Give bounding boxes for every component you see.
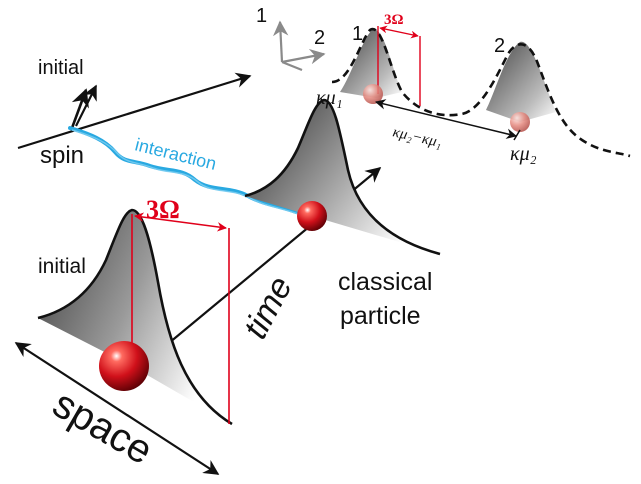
peak-1-label: 1: [352, 23, 363, 45]
width-arrow-small: [379, 25, 419, 39]
middle-wavepacket: [245, 100, 440, 254]
interaction-label: interaction: [133, 134, 218, 174]
kappa-diff-arrow: [374, 99, 518, 139]
split-wavepacket-outline: [331, 27, 631, 158]
ghost-particle-1: [363, 84, 383, 104]
initial-spin-label: initial: [38, 57, 84, 79]
split-wavepacket-1-fill: [340, 29, 402, 99]
axis-2-label: 2: [314, 27, 325, 49]
width-arrow-main: [134, 212, 227, 232]
width-label-small: 3Ω: [384, 12, 404, 28]
initial-particle: [99, 341, 149, 391]
kappa-mu1-label: κμ₁: [316, 87, 343, 109]
axis-3-line: [281, 60, 303, 72]
initial-spin-arrow-2: [75, 84, 97, 127]
classical-label: classical: [338, 268, 432, 296]
axis-1-arrow: [273, 20, 289, 63]
time-label: time: [236, 270, 300, 345]
space-label: space: [46, 382, 160, 473]
kappa-mu2-label: κμ₂: [510, 143, 537, 165]
kappa-diff-label: κμ₂−κμ₁: [391, 124, 443, 151]
space-axis-line: [14, 342, 220, 475]
spin-label: spin: [40, 142, 84, 169]
middle-particle: [297, 201, 327, 231]
axis-2-arrow: [281, 49, 326, 65]
axis-1-label: 1: [256, 5, 267, 27]
particle-label: particle: [340, 302, 421, 330]
initial-packet-label: initial: [38, 255, 86, 278]
ghost-particle-2: [510, 112, 530, 132]
spin-axis-line: [17, 72, 252, 150]
width-label-main: 3Ω: [146, 195, 180, 224]
peak-2-label: 2: [494, 35, 505, 57]
